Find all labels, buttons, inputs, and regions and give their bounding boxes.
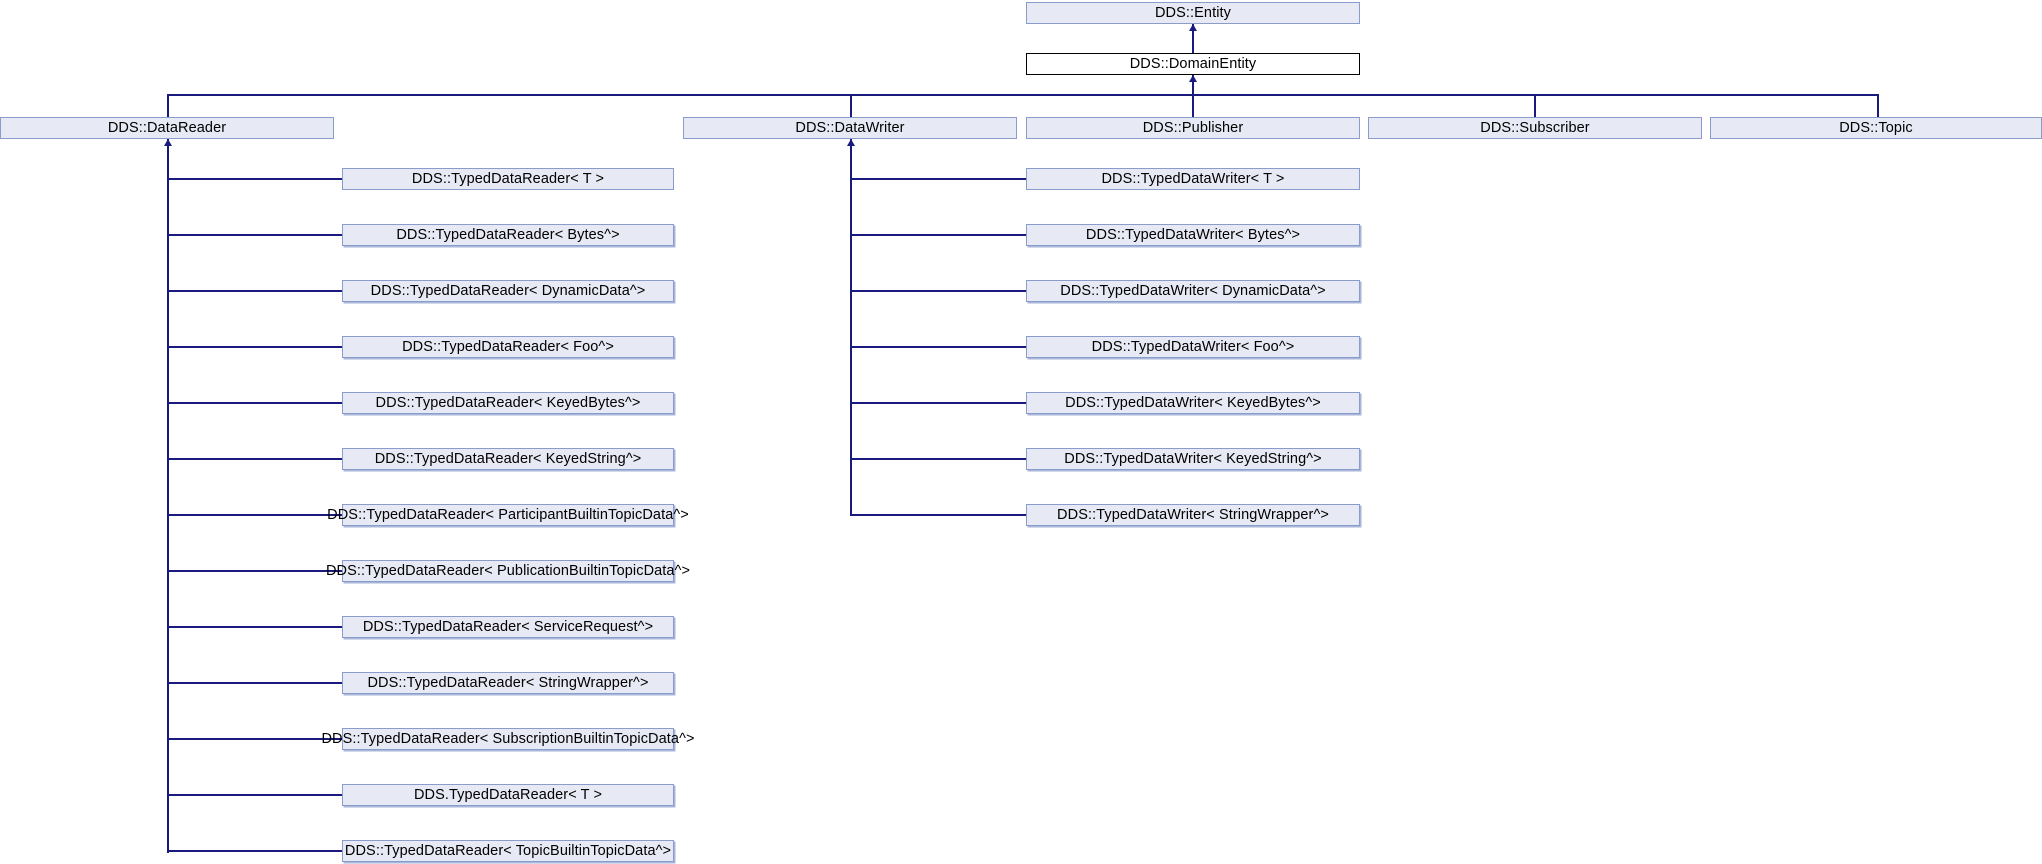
edge-datareader-child	[167, 290, 342, 292]
edge-datareader-child	[167, 514, 342, 516]
edge-datareader-child	[167, 682, 342, 684]
node-dds-publisher[interactable]: DDS::Publisher	[1026, 117, 1360, 139]
node-typed-datareader[interactable]: DDS::TypedDataReader< PublicationBuiltin…	[326, 560, 690, 582]
node-dds-datawriter[interactable]: DDS::DataWriter	[683, 117, 1017, 139]
node-typed-datareader[interactable]: DDS::TypedDataReader< KeyedString^>	[342, 448, 674, 470]
node-typed-datareader[interactable]: DDS::TypedDataReader< SubscriptionBuilti…	[321, 728, 694, 750]
edge-entity-domainentity	[1192, 24, 1194, 53]
node-dds-topic[interactable]: DDS::Topic	[1710, 117, 2042, 139]
edge-datareader-child	[167, 738, 342, 740]
edge-bus-to-topic	[1877, 94, 1879, 118]
node-typed-datareader[interactable]: DDS::TypedDataReader< T >	[342, 168, 674, 190]
node-typed-datawriter[interactable]: DDS::TypedDataWriter< KeyedString^>	[1026, 448, 1360, 470]
node-dds-entity[interactable]: DDS::Entity	[1026, 2, 1360, 24]
edge-datawriter-spine	[850, 139, 852, 515]
node-typed-datawriter[interactable]: DDS::TypedDataWriter< StringWrapper^>	[1026, 504, 1360, 526]
edge-datawriter-child	[850, 346, 1026, 348]
edge-datareader-child	[167, 234, 342, 236]
edge-bus-to-subscriber	[1534, 94, 1536, 118]
node-typed-datareader[interactable]: DDS.TypedDataReader< T >	[342, 784, 674, 806]
node-typed-datareader[interactable]: DDS::TypedDataReader< Foo^>	[342, 336, 674, 358]
edge-datawriter-child	[850, 234, 1026, 236]
edge-datareader-child	[167, 402, 342, 404]
edge-datareader-child	[167, 178, 342, 180]
edge-domainentity-bus	[1192, 75, 1194, 95]
edge-datareader-child	[167, 626, 342, 628]
edge-datawriter-child	[850, 178, 1026, 180]
edge-datawriter-child	[850, 514, 1026, 516]
arrow-datareader-subtree	[163, 139, 172, 146]
node-typed-datareader[interactable]: DDS::TypedDataReader< TopicBuiltinTopicD…	[342, 840, 674, 862]
node-typed-datawriter[interactable]: DDS::TypedDataWriter< Foo^>	[1026, 336, 1360, 358]
edge-datawriter-child	[850, 290, 1026, 292]
edge-datareader-child	[167, 458, 342, 460]
node-typed-datareader[interactable]: DDS::TypedDataReader< ServiceRequest^>	[342, 616, 674, 638]
edge-bus-to-publisher	[1192, 94, 1194, 118]
edge-datawriter-child	[850, 402, 1026, 404]
node-dds-subscriber[interactable]: DDS::Subscriber	[1368, 117, 1702, 139]
arrow-entity-domainentity	[1188, 24, 1197, 31]
edge-datareader-child	[167, 794, 342, 796]
node-dds-datareader[interactable]: DDS::DataReader	[0, 117, 334, 139]
node-typed-datawriter[interactable]: DDS::TypedDataWriter< KeyedBytes^>	[1026, 392, 1360, 414]
node-typed-datawriter[interactable]: DDS::TypedDataWriter< DynamicData^>	[1026, 280, 1360, 302]
edge-datareader-child	[167, 346, 342, 348]
edge-datareader-spine	[167, 139, 169, 853]
node-dds-domainentity[interactable]: DDS::DomainEntity	[1026, 53, 1360, 75]
node-typed-datawriter[interactable]: DDS::TypedDataWriter< Bytes^>	[1026, 224, 1360, 246]
node-typed-datawriter[interactable]: DDS::TypedDataWriter< T >	[1026, 168, 1360, 190]
node-typed-datareader[interactable]: DDS::TypedDataReader< KeyedBytes^>	[342, 392, 674, 414]
arrow-domainentity-bus	[1188, 75, 1197, 82]
node-typed-datareader[interactable]: DDS::TypedDataReader< ParticipantBuiltin…	[327, 504, 689, 526]
arrow-datawriter-subtree	[846, 139, 855, 146]
node-typed-datareader[interactable]: DDS::TypedDataReader< StringWrapper^>	[342, 672, 674, 694]
edge-bus-to-datawriter	[850, 94, 852, 118]
node-typed-datareader[interactable]: DDS::TypedDataReader< Bytes^>	[342, 224, 674, 246]
edge-bus-to-datareader	[167, 94, 169, 118]
edge-bus-level2	[167, 94, 1879, 96]
node-typed-datareader[interactable]: DDS::TypedDataReader< DynamicData^>	[342, 280, 674, 302]
edge-datareader-child	[167, 850, 342, 852]
edge-datawriter-child	[850, 458, 1026, 460]
edge-datareader-child	[167, 570, 342, 572]
